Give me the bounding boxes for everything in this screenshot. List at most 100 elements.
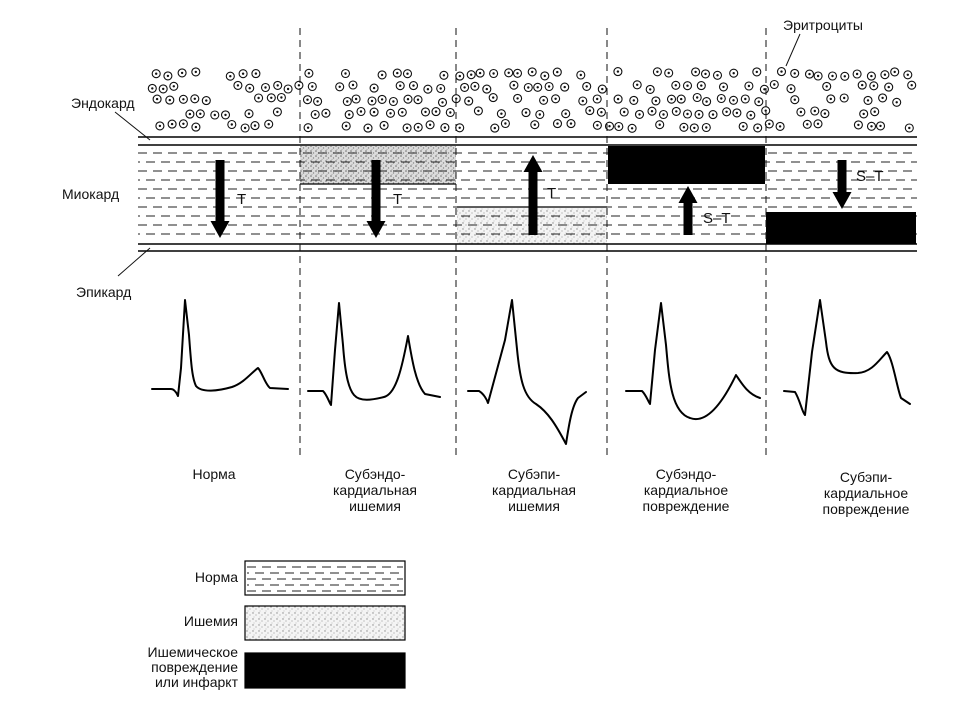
erythrocyte bbox=[440, 123, 450, 133]
erythrocyte bbox=[504, 68, 514, 78]
erythrocyte bbox=[158, 84, 168, 94]
erythrocyte bbox=[539, 95, 549, 105]
erythrocyte bbox=[682, 81, 693, 91]
erythrocyte bbox=[869, 81, 879, 91]
erythrocyte bbox=[152, 94, 162, 104]
erythrocyte bbox=[151, 69, 161, 79]
arrow-down-icon bbox=[832, 160, 852, 209]
erythrocyte bbox=[155, 121, 165, 131]
injury-block bbox=[608, 146, 765, 184]
legend-label-injury: Ишемическое повреждение или инфаркт bbox=[147, 644, 238, 690]
erythrocyte bbox=[810, 106, 820, 116]
arrow-up-icon bbox=[678, 186, 698, 235]
erythrocyte bbox=[431, 107, 441, 117]
erythrocyte bbox=[804, 69, 815, 79]
erythrocyte bbox=[169, 81, 179, 91]
erythrocyte bbox=[822, 81, 832, 91]
erythrocyte bbox=[273, 80, 283, 90]
erythrocyte bbox=[578, 96, 588, 106]
erythrocyte bbox=[385, 108, 396, 118]
erythrocyte bbox=[708, 110, 718, 120]
erythrocyte bbox=[220, 110, 231, 120]
arrow-down-icon bbox=[210, 160, 230, 238]
erythrocyte bbox=[191, 67, 201, 77]
erythrocyte bbox=[195, 109, 205, 119]
erythrocyte bbox=[551, 94, 561, 104]
arrow-up-icon bbox=[523, 155, 543, 235]
erythrocyte bbox=[540, 71, 550, 81]
erythrocyte bbox=[233, 80, 243, 90]
erythrocyte bbox=[596, 107, 606, 117]
erythrocyte bbox=[191, 122, 201, 132]
erythrocyte bbox=[645, 84, 655, 94]
erythrocyte bbox=[437, 97, 448, 107]
erythrocyte bbox=[185, 109, 195, 119]
erythrocyte bbox=[356, 106, 366, 117]
erythrocyte bbox=[859, 109, 869, 119]
erythrocyte bbox=[759, 84, 769, 94]
erythrocyte bbox=[260, 82, 271, 93]
erythrocyte bbox=[592, 120, 602, 130]
erythrocyte bbox=[276, 92, 286, 103]
erythrocyte bbox=[754, 97, 764, 107]
erythrocyte bbox=[689, 123, 699, 133]
ecg-normal bbox=[151, 299, 289, 397]
erythrocyte bbox=[560, 82, 570, 92]
erythrocyte bbox=[738, 121, 748, 131]
erythrocyte bbox=[664, 68, 674, 78]
erythrocyte bbox=[413, 122, 423, 132]
erythrocyte bbox=[613, 67, 623, 77]
erythrocyte-leader bbox=[785, 33, 801, 67]
erythrocyte bbox=[775, 121, 785, 131]
legend-label-ischemia: Ишемия bbox=[183, 613, 238, 629]
arrow-down-icon bbox=[366, 160, 386, 238]
erythrocyte bbox=[310, 109, 320, 120]
erythrocyte bbox=[379, 120, 389, 130]
erythrocyte bbox=[488, 93, 498, 103]
erythrocyte bbox=[566, 119, 576, 129]
erythrocyte bbox=[190, 94, 200, 104]
erythrocyte bbox=[527, 67, 537, 77]
erythrocyte bbox=[436, 83, 446, 94]
erythrocyte bbox=[880, 70, 890, 80]
erythrocyte bbox=[341, 121, 351, 131]
erythrocyte bbox=[342, 96, 352, 107]
erythrocyte bbox=[335, 82, 345, 92]
erythrocyte bbox=[413, 95, 423, 105]
erythrocyte bbox=[500, 118, 510, 129]
panel-title-normal: Норма bbox=[192, 466, 236, 482]
erythrocyte bbox=[614, 121, 624, 132]
erythrocyte bbox=[853, 120, 863, 130]
erythrocyte bbox=[303, 123, 313, 133]
erythrocyte bbox=[397, 107, 407, 117]
erythrocyte bbox=[582, 81, 592, 91]
erythrocyte bbox=[363, 123, 373, 133]
erythrocyte bbox=[907, 80, 917, 90]
erythrocyte bbox=[712, 70, 723, 80]
erythrocyte bbox=[722, 107, 732, 117]
erythrocyte bbox=[692, 92, 702, 103]
erythrocyte bbox=[863, 95, 873, 105]
epicardium-leader bbox=[117, 247, 151, 277]
erythrocyte bbox=[388, 96, 398, 107]
legend-normal-fibers bbox=[247, 566, 403, 592]
legend-swatch-ischemia bbox=[244, 605, 406, 641]
erythrocyte bbox=[655, 120, 665, 130]
erythrocyte bbox=[671, 80, 681, 90]
erythrocyte bbox=[227, 119, 237, 130]
erythrocyte bbox=[718, 82, 729, 92]
erythrocyte bbox=[351, 94, 361, 104]
erythrocyte bbox=[490, 123, 500, 133]
erythrocyte bbox=[251, 69, 261, 79]
erythrocyte bbox=[802, 119, 812, 129]
erythrocyte bbox=[340, 68, 351, 79]
erythrocyte bbox=[408, 81, 419, 91]
erythrocyte bbox=[651, 96, 661, 106]
erythrocyte bbox=[455, 71, 465, 81]
erythrocyte bbox=[857, 80, 867, 90]
erythrocyte bbox=[682, 109, 693, 119]
erythrocyte bbox=[870, 107, 880, 117]
legend-swatch-normal bbox=[244, 560, 406, 596]
erythrocyte bbox=[475, 68, 485, 78]
